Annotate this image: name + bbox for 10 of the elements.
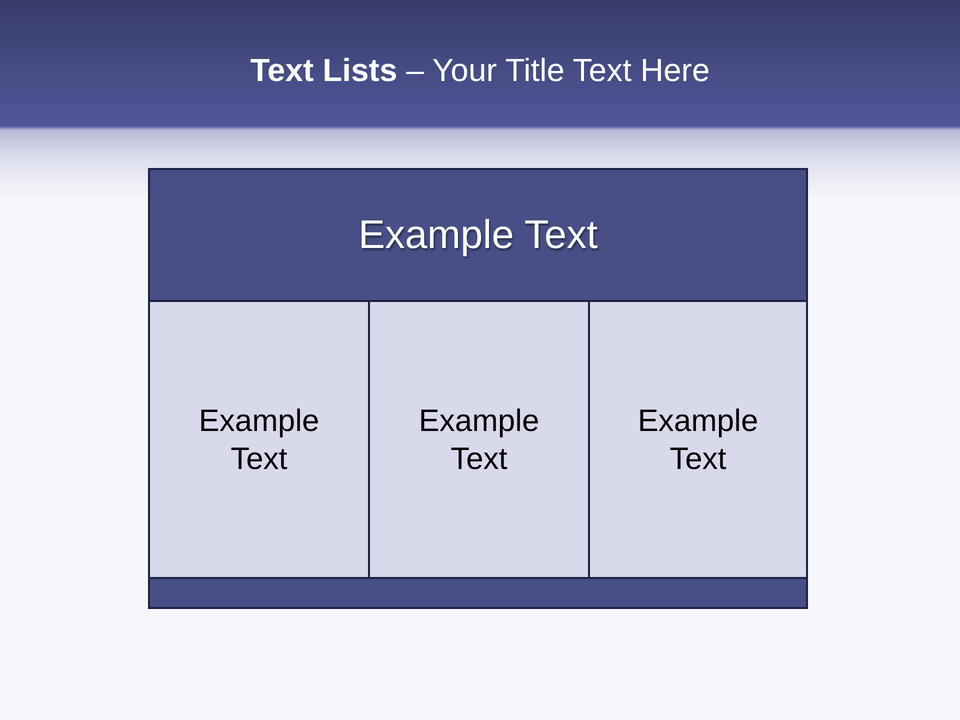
footer-bar	[148, 577, 808, 609]
content-panel	[588, 300, 808, 579]
content-panel	[368, 300, 590, 579]
slide-title: Text Lists – Your Title Text Here	[250, 52, 710, 88]
header-text: Example Text	[358, 212, 598, 259]
panel-text: Example Text	[198, 402, 320, 477]
content-panel	[148, 300, 370, 579]
panel-text: Example Text	[636, 402, 760, 477]
panel-text: Example Text	[418, 402, 540, 477]
header-band	[148, 168, 808, 302]
